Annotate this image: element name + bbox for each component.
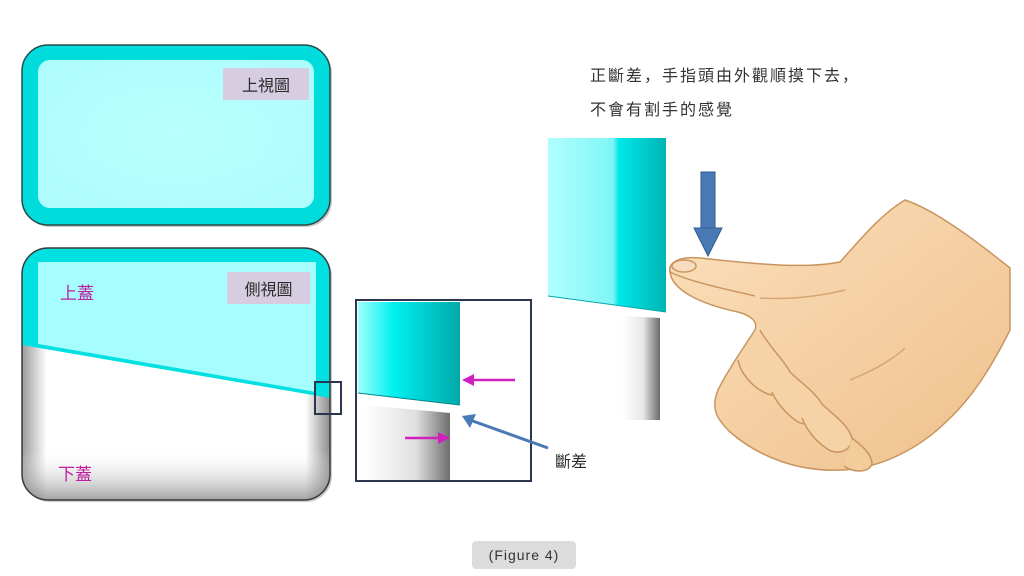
hand-illustration [669,199,1011,472]
zoom-focus-box [314,381,342,415]
top-view-label: 上視圖 [223,68,309,100]
step-label: 斷差 [555,452,588,471]
lower-cover-label: 下蓋 [58,465,92,485]
description-line-2: 不會有割手的感覺 [590,100,735,119]
upper-cover-label: 上蓋 [60,284,94,304]
side-view-label: 側視圖 [227,272,310,304]
finger-demo-part [547,138,723,420]
description-line-1: 正斷差，手指頭由外觀順摸下去， [590,66,861,85]
zoom-detail [355,299,549,482]
figure-caption: (Figure 4) [472,541,576,569]
